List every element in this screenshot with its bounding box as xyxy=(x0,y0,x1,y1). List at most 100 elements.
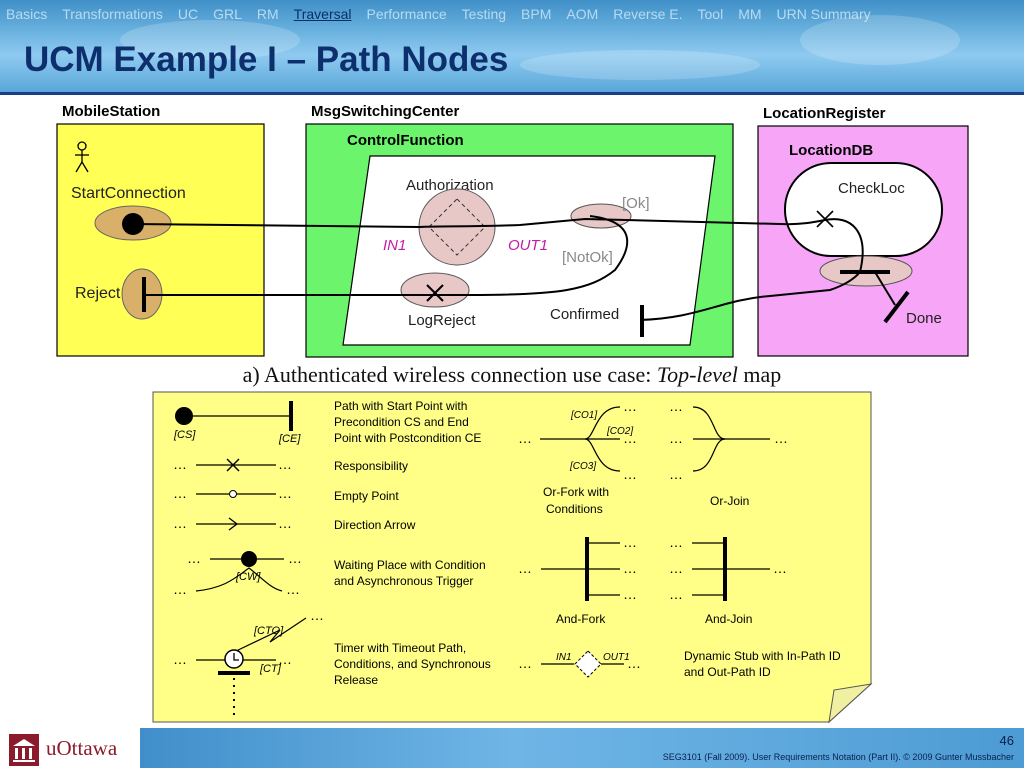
done-label: Done xyxy=(906,310,942,327)
waiting-place-icon xyxy=(241,551,257,567)
or-fork-label-line2: Conditions xyxy=(546,502,603,516)
ellipsis-left: … xyxy=(669,586,683,602)
and-fork-icon xyxy=(541,537,620,601)
building-icon xyxy=(9,734,39,766)
location-register-label: LocationRegister xyxy=(763,105,886,122)
co3-label: [CO3] xyxy=(569,461,596,472)
ellipsis-right: … xyxy=(278,515,292,531)
cto-label: [CTO] xyxy=(253,625,284,637)
direction-arrow-label: Direction Arrow xyxy=(334,518,416,532)
or-join-label: Or-Join xyxy=(710,494,749,508)
control-function-label: ControlFunction xyxy=(347,132,464,149)
nav-item-traversal[interactable]: Traversal xyxy=(293,6,352,22)
empty-point-icon xyxy=(229,490,237,498)
nav-item-transformations[interactable]: Transformations xyxy=(62,6,163,22)
nav-item-basics[interactable]: Basics xyxy=(6,6,48,22)
authorization-label: Authorization xyxy=(406,177,494,194)
location-db-label: LocationDB xyxy=(789,142,873,159)
log-reject-highlight xyxy=(400,272,470,308)
ellipsis-left: … xyxy=(669,466,683,482)
notation-legend: [CS] [CE] Path with Start Point with Pre… xyxy=(152,391,873,724)
ellipsis-right: … xyxy=(310,607,324,623)
ellipsis-left: … xyxy=(518,655,532,671)
msg-switching-center-label: MsgSwitchingCenter xyxy=(311,103,460,120)
responsibility-x-icon xyxy=(426,284,444,302)
ellipsis-right: … xyxy=(627,655,641,671)
responsibility-label: Responsibility xyxy=(334,459,408,473)
empty-point-label: Empty Point xyxy=(334,489,399,503)
location-db-process xyxy=(784,162,943,257)
nav-item-aom[interactable]: AOM xyxy=(566,6,599,22)
nav-item-reverse-e[interactable]: Reverse E. xyxy=(613,6,683,22)
ellipsis-right: … xyxy=(623,560,637,576)
nav-item-grl[interactable]: GRL xyxy=(213,6,242,22)
header-banner: Basics Transformations UC GRL RM Travers… xyxy=(0,0,1024,92)
nav-item-mm[interactable]: MM xyxy=(738,6,762,22)
stub-label-line2: and Out-Path ID xyxy=(684,665,771,679)
timeout-path xyxy=(233,617,307,653)
note-fold-icon xyxy=(828,683,873,724)
nav-item-urn-summary[interactable]: URN Summary xyxy=(776,6,871,22)
not-ok-condition-label: [NotOk] xyxy=(562,249,613,266)
done-end-bar-icon xyxy=(883,290,910,324)
ellipsis-right: … xyxy=(623,398,637,414)
ucm-diagram: MobileStation StartConnection Reject Msg… xyxy=(56,103,969,358)
footer-text: SEG3101 (Fall 2009). User Requirements N… xyxy=(662,752,1014,762)
timer-label-line1: Timer with Timeout Path, xyxy=(334,641,466,655)
stub-in1-label: IN1 xyxy=(556,652,572,663)
ellipsis-right: … xyxy=(623,586,637,602)
nav-item-performance[interactable]: Performance xyxy=(366,6,447,22)
nav-item-uc[interactable]: UC xyxy=(177,6,199,22)
ellipsis-left: … xyxy=(173,515,187,531)
ce-label: [CE] xyxy=(278,433,301,445)
co2-label: [CO2] xyxy=(606,426,633,437)
ellipsis-left: … xyxy=(173,456,187,472)
path-label-line3: Point with Postcondition CE xyxy=(334,431,481,445)
water-texture xyxy=(520,50,760,80)
path-label-line1: Path with Start Point with xyxy=(334,399,467,413)
mobile-station-label: MobileStation xyxy=(62,103,160,120)
ellipsis-right: … xyxy=(278,485,292,501)
nav-item-testing[interactable]: Testing xyxy=(461,6,507,22)
nav-item-bpm[interactable]: BPM xyxy=(521,6,552,22)
reject-label: Reject xyxy=(75,285,121,302)
dynamic-stub-icon xyxy=(428,198,486,256)
ellipsis-right: … xyxy=(773,560,787,576)
water-texture xyxy=(800,15,960,65)
co1-label: [CO1] xyxy=(570,410,597,421)
caption-prefix: a) Authenticated wireless connection use… xyxy=(242,362,657,387)
ellipsis-left: … xyxy=(669,398,683,414)
ucm-paths xyxy=(132,215,896,321)
ellipsis-left: … xyxy=(669,430,683,446)
or-fork-highlight xyxy=(570,203,632,229)
ok-condition-label: [Ok] xyxy=(622,195,650,212)
figure-caption: a) Authenticated wireless connection use… xyxy=(0,362,1024,388)
or-fork-icon xyxy=(540,406,621,472)
logo-text: uOttawa xyxy=(46,736,118,760)
ellipsis-left: … xyxy=(173,485,187,501)
ellipsis-right: … xyxy=(774,430,788,446)
ellipsis-left: … xyxy=(173,651,187,667)
nav-item-rm[interactable]: RM xyxy=(256,6,279,22)
ellipsis-right: … xyxy=(623,466,637,482)
or-fork-label-line1: Or-Fork with xyxy=(543,485,609,499)
start-connection-label: StartConnection xyxy=(71,185,186,202)
and-join-label: And-Join xyxy=(705,612,752,626)
slide-title: UCM Example I – Path Nodes xyxy=(24,40,509,79)
ellipsis-right: … xyxy=(288,550,302,566)
ellipsis-right: … xyxy=(623,534,637,550)
waiting-label-line2: and Asynchronous Trigger xyxy=(334,574,473,588)
water-texture xyxy=(120,20,300,60)
ellipsis-left: … xyxy=(669,560,683,576)
caption-italic: Top-level xyxy=(656,362,738,387)
university-logo: uOttawa xyxy=(0,728,140,768)
out1-label: OUT1 xyxy=(508,237,548,254)
or-join-icon xyxy=(692,406,770,472)
ellipsis-left: … xyxy=(669,534,683,550)
ellipsis-left: … xyxy=(187,550,201,566)
waiting-label-line1: Waiting Place with Condition xyxy=(334,558,486,572)
and-join-icon xyxy=(692,537,770,601)
ct-label: [CT] xyxy=(259,663,282,675)
and-fork-label: And-Fork xyxy=(556,612,606,626)
nav-item-tool[interactable]: Tool xyxy=(697,6,724,22)
